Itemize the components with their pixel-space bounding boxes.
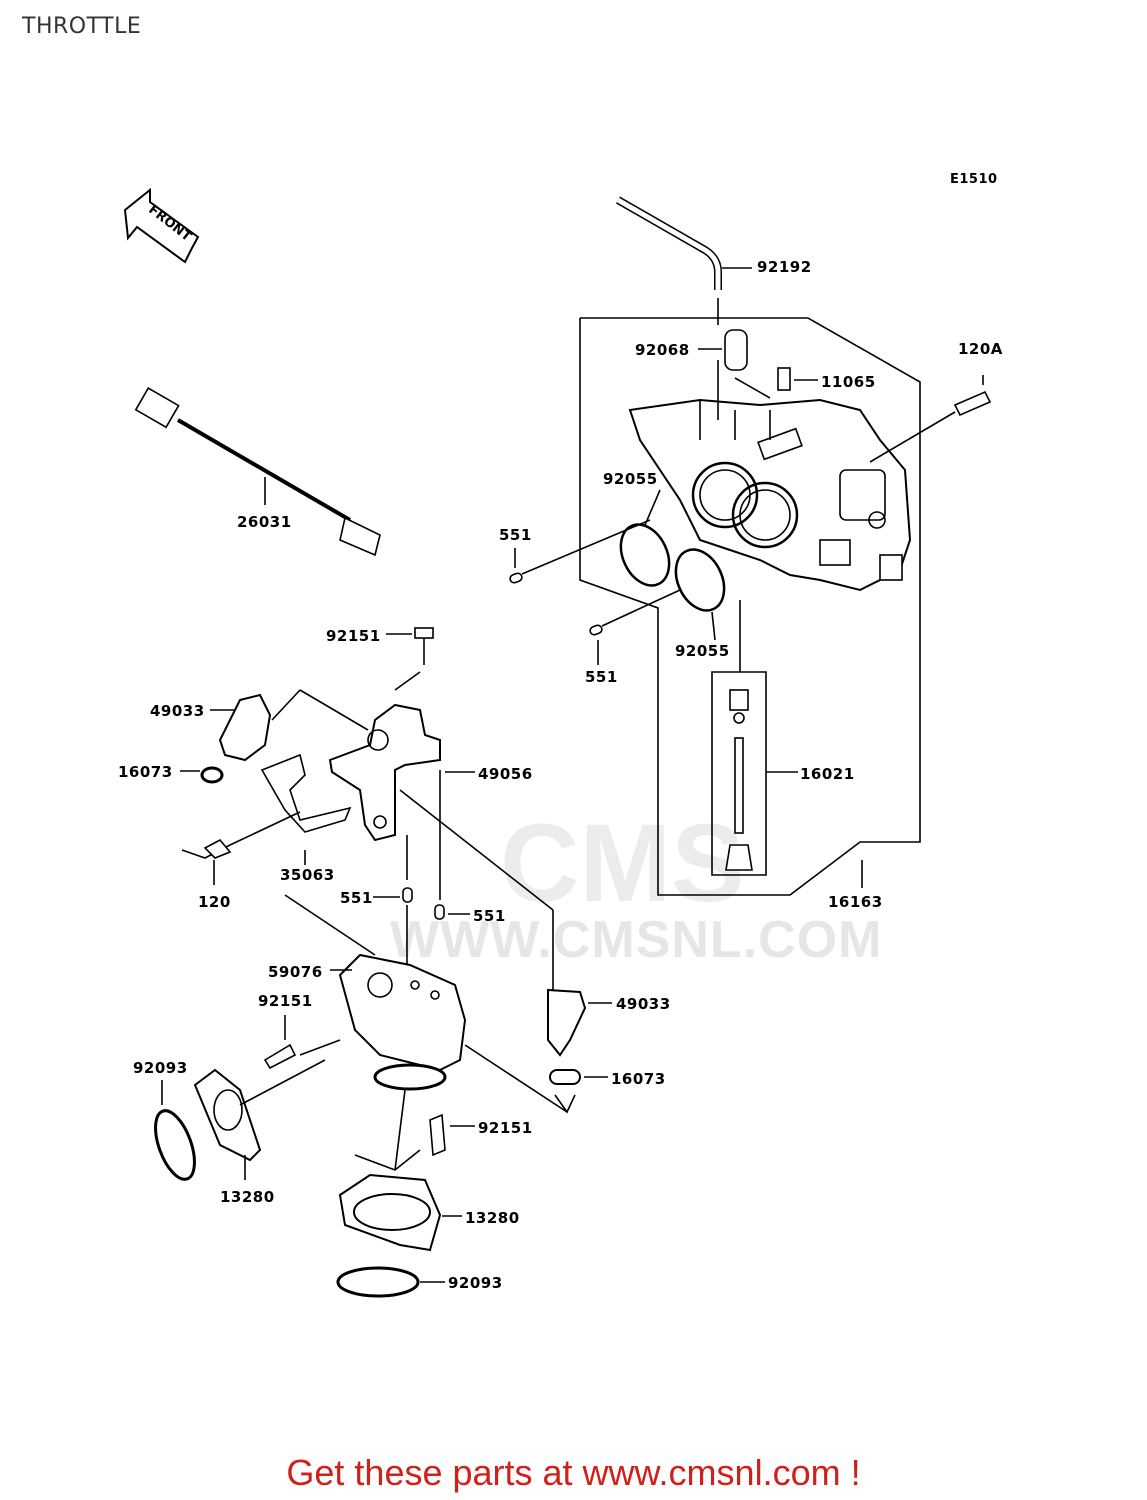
o-ring-92055-b — [674, 548, 726, 612]
callout-92151-b: 92151 — [258, 992, 313, 1010]
callout-551-b: 551 — [585, 668, 618, 686]
o-ring-92055-a — [619, 523, 671, 587]
callout-49056: 49056 — [478, 765, 533, 783]
vacuum-hose-92192 — [616, 196, 752, 290]
seal-16073-a — [200, 766, 224, 784]
cap-92068 — [724, 329, 748, 371]
injector-49033-a — [210, 689, 369, 762]
plate-13280-a — [193, 1059, 326, 1180]
callout-120: 120 — [198, 893, 231, 911]
front-arrow-icon: FRONT — [123, 187, 200, 264]
ring-92093-a — [154, 1109, 196, 1181]
footer-link[interactable]: Get these parts at www.cmsnl.com ! — [286, 1452, 861, 1493]
callout-16021: 16021 — [800, 765, 855, 783]
callout-16073-a: 16073 — [118, 763, 173, 781]
callout-16073-b: 16073 — [611, 1070, 666, 1088]
callout-551-a: 551 — [499, 526, 532, 544]
callout-92055-b: 92055 — [675, 642, 730, 660]
callout-92151-a: 92151 — [326, 627, 381, 645]
assembly-outline — [579, 298, 921, 896]
callout-92068: 92068 — [635, 341, 690, 359]
idle-adjust-screw-16021 — [711, 600, 798, 876]
callout-26031: 26031 — [237, 513, 292, 531]
callout-49033-b: 49033 — [616, 995, 671, 1013]
callout-120A: 120A — [958, 340, 1003, 358]
intake-boot-59076 — [330, 953, 467, 1091]
callout-16163: 16163 — [828, 893, 883, 911]
bolt-120A — [869, 375, 992, 463]
bolt-120 — [203, 811, 301, 885]
delivery-pipe-49056 — [328, 671, 475, 842]
watermark-logo: CMS — [500, 802, 745, 925]
callout-59076: 59076 — [268, 963, 323, 981]
callout-551-d: 551 — [473, 907, 506, 925]
callout-13280-b: 13280 — [465, 1209, 520, 1227]
callout-11065: 11065 — [821, 373, 876, 391]
callout-35063: 35063 — [280, 866, 335, 884]
bolt-92151-b — [263, 1015, 341, 1070]
seal-16073-b — [549, 1069, 581, 1085]
callout-551-c: 551 — [340, 889, 373, 907]
callout-92151-c: 92151 — [478, 1119, 533, 1137]
plate-13280-b — [338, 1089, 462, 1252]
cap-11065 — [777, 367, 791, 391]
sensor-harness-26031 — [134, 387, 381, 557]
watermark-url: WWW.CMSNL.COM — [390, 911, 883, 969]
bolt-92151-c — [429, 1113, 475, 1157]
ring-92093-b — [336, 1266, 420, 1298]
bolt-92151-a — [386, 627, 434, 665]
callout-49033-a: 49033 — [150, 702, 205, 720]
callout-92093-a: 92093 — [133, 1059, 188, 1077]
throttle-body — [628, 360, 912, 592]
diagram-code: E1510 — [950, 172, 998, 187]
callout-13280-a: 13280 — [220, 1188, 275, 1206]
plate-35063 — [260, 753, 352, 865]
callout-92192: 92192 — [757, 258, 812, 276]
callout-92093-b: 92093 — [448, 1274, 503, 1292]
page-title: THROTTLE — [22, 14, 142, 39]
callout-92055-a: 92055 — [603, 470, 658, 488]
injector-49033-b — [547, 988, 612, 1057]
